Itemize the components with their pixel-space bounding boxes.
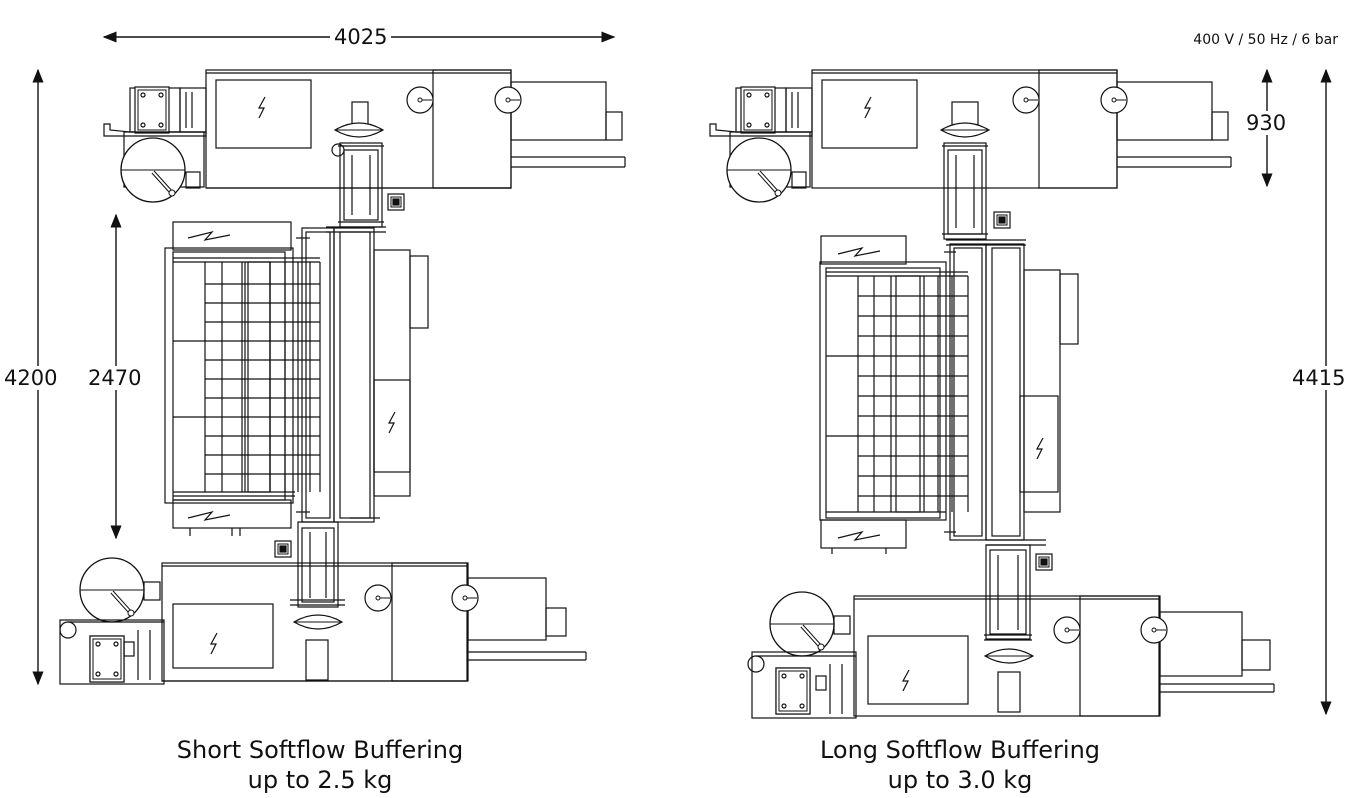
- right-height-dimension-label: 4415: [1288, 366, 1350, 390]
- left-caption-title: Short Softflow Buffering: [176, 736, 464, 764]
- left-height-dimension-label: 4200: [0, 366, 62, 390]
- left-top-unit: [103, 69, 626, 204]
- right-top-dimension-label: 930: [1242, 111, 1291, 135]
- right-machine: [709, 69, 1275, 719]
- left-central-conveyor: [296, 227, 429, 523]
- left-machine: [59, 69, 626, 685]
- electrical-spec-label: 400 V / 50 Hz / 6 bar: [1193, 32, 1338, 48]
- left-bottom-unit: [59, 556, 587, 685]
- right-caption-capacity: up to 3.0 kg: [887, 766, 1033, 794]
- right-bottom-unit: [747, 590, 1275, 719]
- right-top-unit: [709, 69, 1232, 204]
- left-lower-column: [274, 521, 345, 681]
- left-grid-rows: [173, 283, 320, 475]
- right-caption: Long Softflow Buffering up to 3.0 kg: [770, 735, 1150, 795]
- left-width-dimension-label: 4025: [330, 25, 392, 49]
- left-upper-column: [326, 101, 405, 233]
- right-lower-column: [984, 539, 1053, 713]
- right-buffer-grid: [819, 235, 969, 554]
- right-upper-column: [940, 101, 1026, 246]
- right-caption-title: Long Softflow Buffering: [819, 736, 1101, 764]
- left-caption-capacity: up to 2.5 kg: [247, 766, 393, 794]
- dimension-lines: [32, 31, 1332, 716]
- left-buffer-grid: [164, 221, 321, 536]
- left-buffer-dimension-label: 2470: [84, 366, 146, 390]
- left-grid-lines: [204, 262, 321, 492]
- left-caption: Short Softflow Buffering up to 2.5 kg: [130, 735, 510, 795]
- right-central-conveyor: [944, 243, 1079, 541]
